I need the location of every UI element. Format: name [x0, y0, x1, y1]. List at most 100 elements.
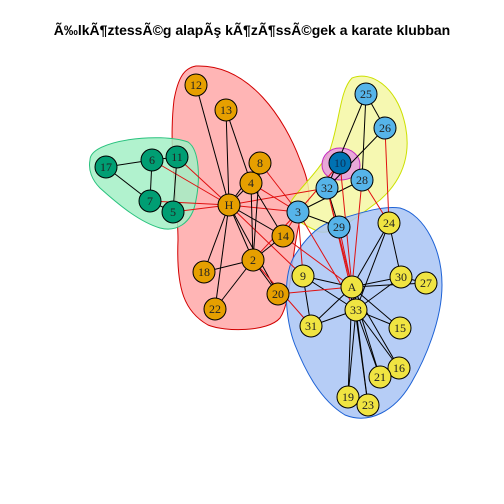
graph-node: 6	[140, 148, 164, 172]
graph-edge	[326, 127, 386, 189]
node-circle	[241, 248, 265, 272]
node-circle	[214, 98, 238, 122]
node-label: 3	[295, 205, 301, 219]
graph-node: 12	[184, 73, 208, 97]
graph-edge	[351, 222, 390, 288]
graph-node: 27	[414, 271, 438, 295]
node-circle	[94, 155, 118, 179]
graph-edge	[203, 204, 230, 273]
node-circle	[356, 393, 380, 417]
node-circle	[373, 116, 397, 140]
node-circle	[266, 282, 290, 306]
graph-node: H	[217, 193, 241, 217]
node-label: 31	[305, 319, 317, 333]
node-circle	[140, 148, 164, 172]
node-circle	[165, 145, 189, 169]
node-circle	[344, 298, 368, 322]
node-label: A	[348, 280, 357, 294]
node-circle	[291, 264, 315, 288]
graph-node: 15	[388, 316, 412, 340]
node-label: 7	[147, 194, 153, 208]
node-label: 12	[190, 78, 202, 92]
node-circle	[388, 316, 412, 340]
node-label: 2	[250, 253, 256, 267]
node-circle	[336, 385, 360, 409]
graph-node: 7	[138, 189, 162, 213]
graph-node: 20	[266, 282, 290, 306]
node-label: 6	[149, 153, 155, 167]
graph-edge	[250, 182, 254, 261]
graph-node: 9	[291, 264, 315, 288]
node-circle	[138, 189, 162, 213]
graph-title: Ã‰lkÃ¶ztessÃ©g alapÃş kÃ¶zÃ¶ssÃ©gek a ka…	[53, 22, 451, 38]
graph-edge	[277, 286, 353, 295]
graph-node: 26	[373, 116, 397, 140]
graph-node: 21	[368, 365, 392, 389]
node-label: 5	[170, 205, 176, 219]
graph-edge	[351, 282, 427, 288]
node-label: 16	[393, 361, 405, 375]
node-label: 30	[395, 270, 407, 284]
graph-node: 11	[165, 145, 189, 169]
graph-node: 3	[286, 200, 310, 224]
graph-edge	[361, 93, 367, 181]
node-label: 9	[300, 269, 306, 283]
node-label: 33	[350, 303, 362, 317]
graph-node: 8	[248, 151, 272, 175]
node-circle	[217, 193, 241, 217]
graph-edge	[225, 109, 230, 206]
graph-edge	[214, 204, 230, 310]
node-circle	[203, 297, 227, 321]
node-label: 4	[248, 176, 254, 190]
node-label: 13	[220, 103, 232, 117]
graph-node: 19	[336, 385, 360, 409]
node-label: 21	[374, 370, 386, 384]
node-label: 29	[333, 220, 345, 234]
node-circle	[414, 271, 438, 295]
node-circle	[340, 275, 364, 299]
graph-edge	[347, 309, 357, 398]
graph-node: 25	[354, 82, 378, 106]
graph-node: 23	[356, 393, 380, 417]
node-label: H	[225, 198, 234, 212]
node-circle	[271, 224, 295, 248]
node-circle	[389, 265, 413, 289]
node-label: 19	[342, 390, 354, 404]
graph-node: 14	[271, 224, 295, 248]
graph-edge	[355, 222, 390, 311]
graph-edge	[149, 200, 230, 206]
graph-edge	[176, 156, 230, 206]
graph-node: 33	[344, 298, 368, 322]
node-label: 8	[257, 156, 263, 170]
node-circle	[286, 200, 310, 224]
node-circle	[315, 176, 339, 200]
node-label: 18	[198, 265, 210, 279]
graph-node: 5	[161, 200, 185, 224]
graph-edge	[384, 127, 390, 224]
graph-edge	[151, 159, 230, 206]
graph-node: 22	[203, 297, 227, 321]
graph-edge	[355, 309, 400, 369]
graph-edge	[195, 84, 230, 206]
node-label: 32	[321, 181, 333, 195]
graph-node: A	[340, 275, 364, 299]
graph-nodes: H234567891011121314151617181920212223242…	[94, 73, 438, 417]
node-label: 15	[394, 321, 406, 335]
graph-node: 32	[315, 176, 339, 200]
node-circle	[327, 215, 351, 239]
node-circle	[161, 200, 185, 224]
node-circle	[328, 151, 352, 175]
node-label: 24	[383, 216, 395, 230]
graph-edge	[355, 309, 381, 378]
node-circle	[299, 314, 323, 338]
node-label: 14	[277, 229, 289, 243]
node-circle	[377, 211, 401, 235]
node-circle	[239, 171, 263, 195]
graph-node: 31	[299, 314, 323, 338]
node-label: 22	[209, 302, 221, 316]
node-label: 10	[334, 156, 346, 170]
graph-node: 28	[350, 168, 374, 192]
graph-edge	[228, 204, 304, 277]
